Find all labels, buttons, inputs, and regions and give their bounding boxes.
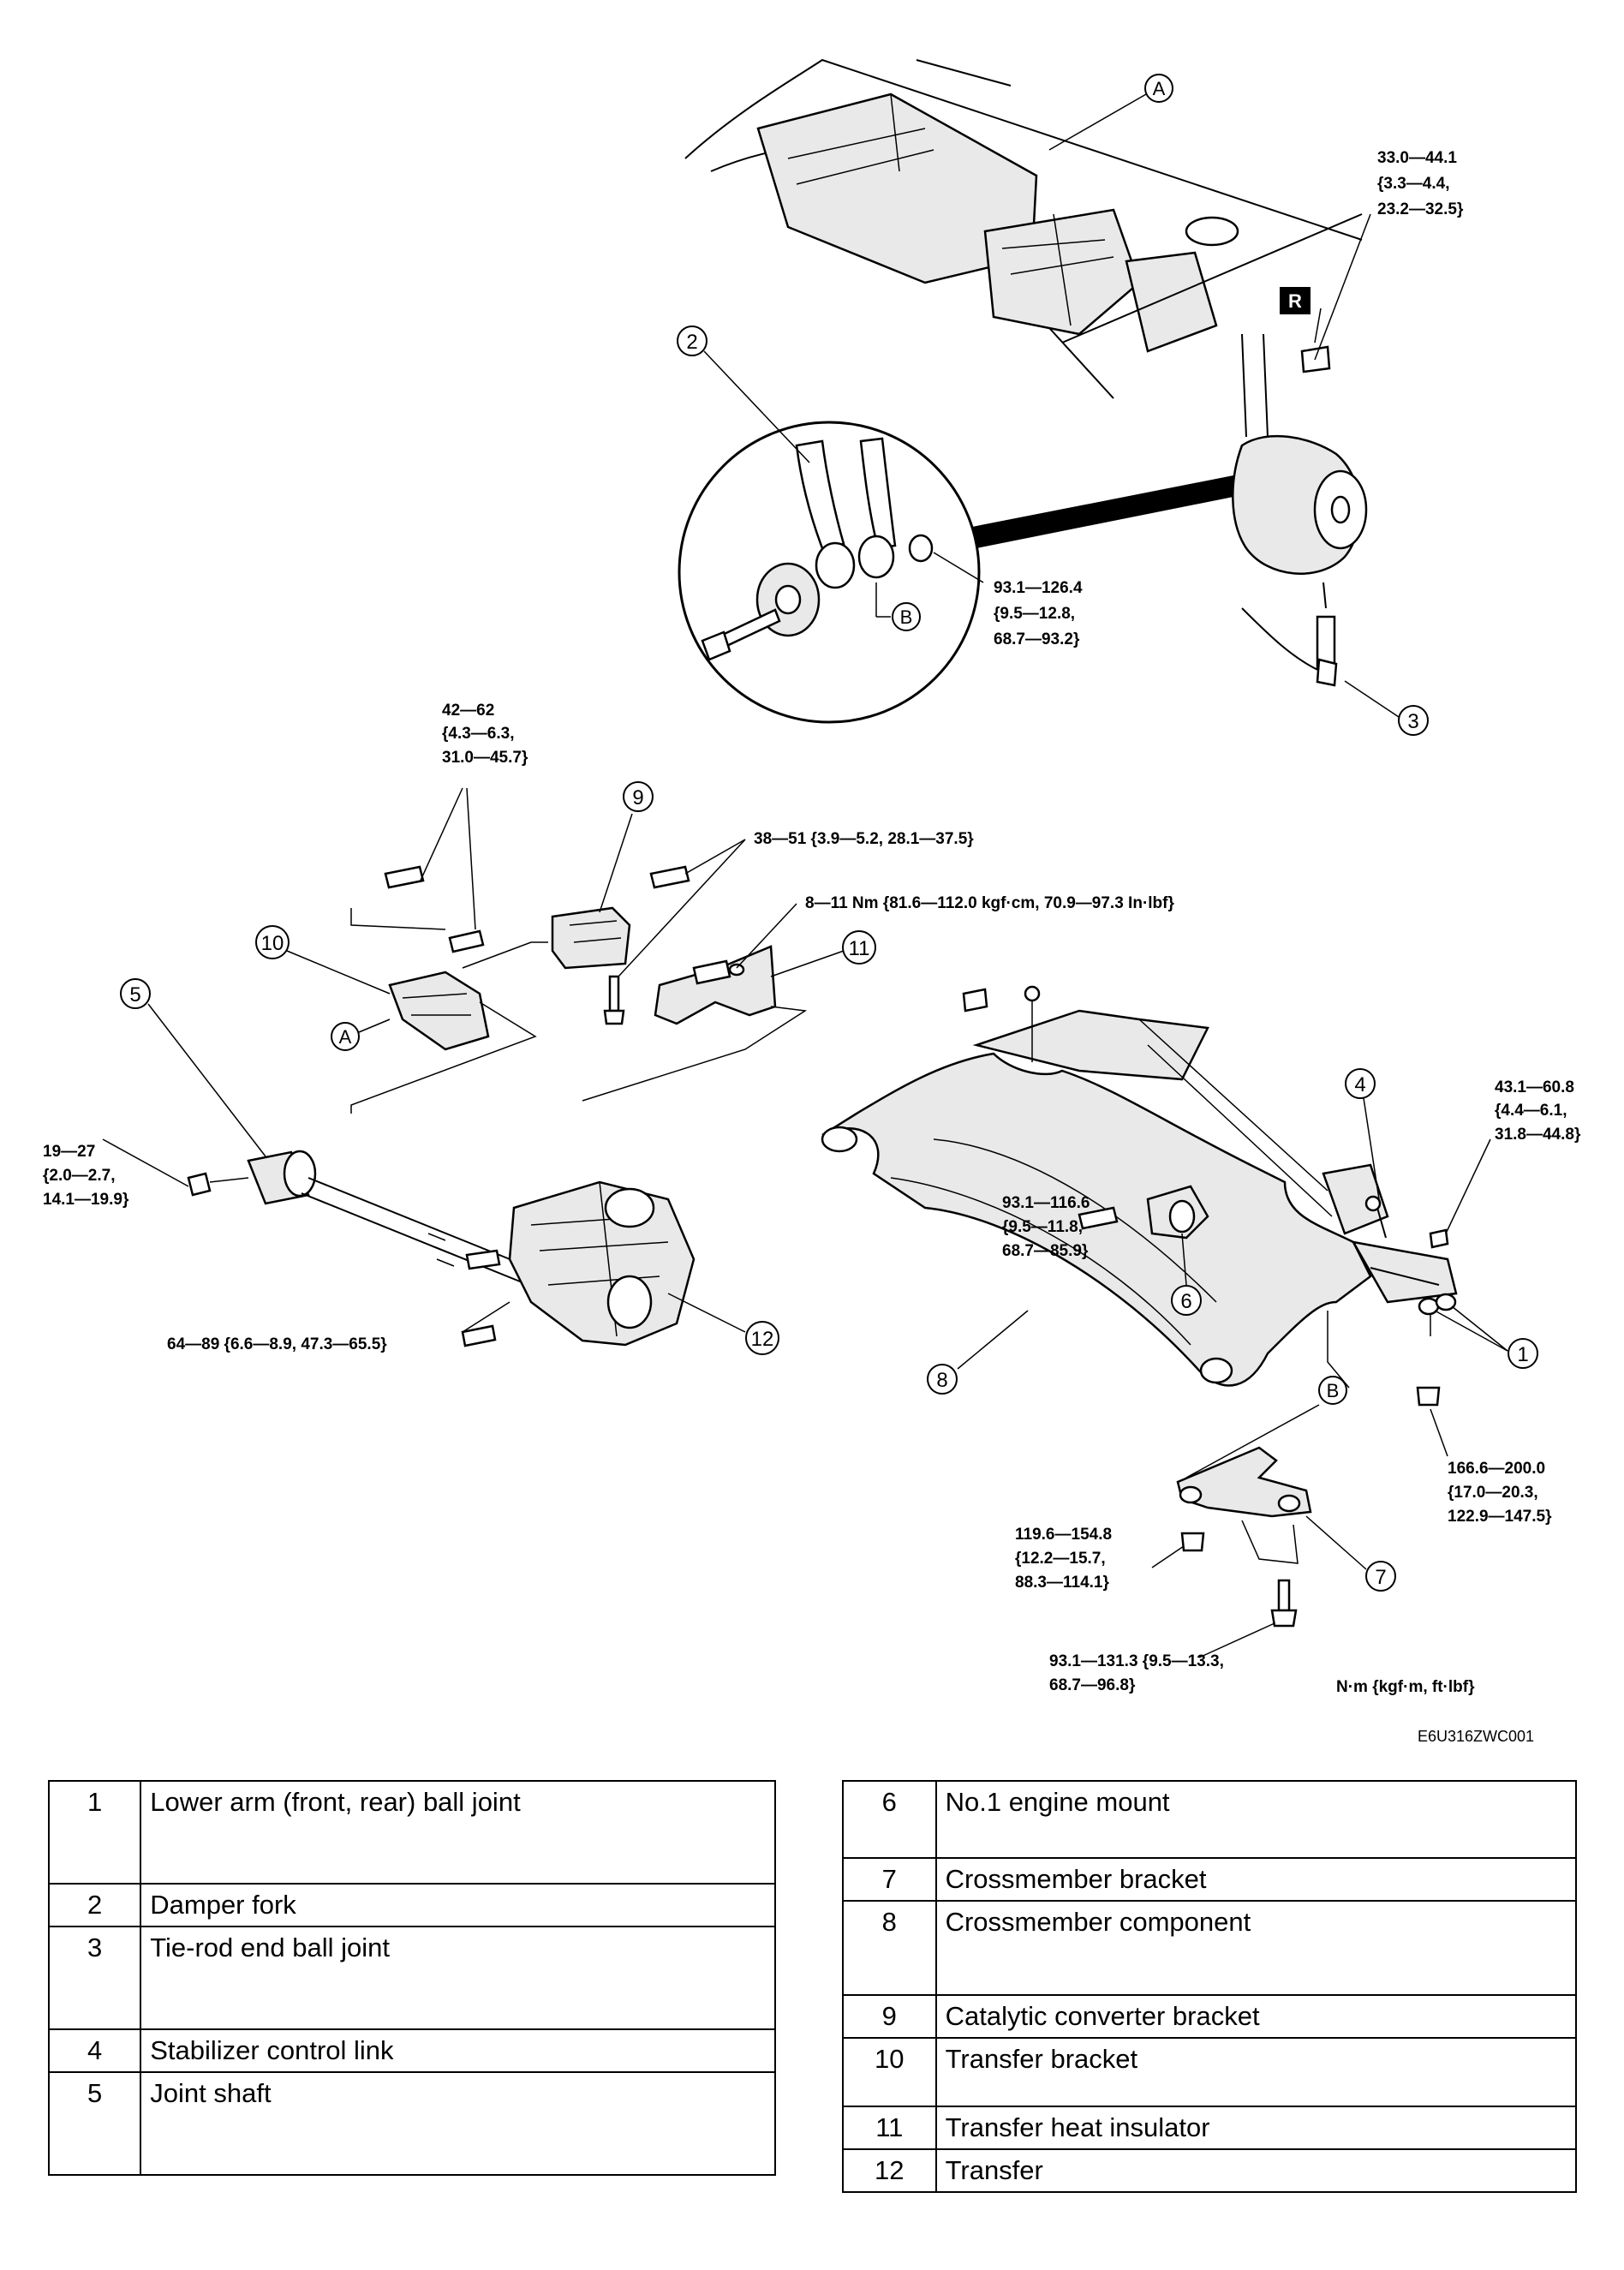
reference-a-top: A [1048, 74, 1173, 151]
callout-5: 5 [120, 978, 266, 1157]
torque-stabilizer-nut: 43.1—60.8 {4.4—6.1, 31.8—44.8} [1495, 1078, 1581, 1144]
svg-text:A: A [339, 1026, 352, 1048]
callout-12: 12 [667, 1293, 779, 1355]
torque-transfer: 64—89 {6.6—8.9, 47.3—65.5} [167, 1335, 387, 1353]
reference-a-mid: A [331, 1019, 391, 1051]
callout-3: 3 [1344, 680, 1429, 736]
legend-row: 4 Stabilizer control link [47, 2028, 776, 2073]
svg-text:3: 3 [1407, 710, 1418, 733]
torque-knuckle-nut: 33.0—44.1 {3.3—4.4, 23.2—32.5} [1377, 149, 1464, 218]
svg-text:B: B [1327, 1380, 1340, 1401]
vehicle-underbody-drawing [684, 58, 1363, 399]
torque-bracket-nut: 119.6—154.8 {12.2—15.7, 88.3—114.1} [1015, 1526, 1116, 1592]
legend-row: 6 No.1 engine mount [842, 1780, 1578, 1859]
callout-10: 10 [255, 925, 391, 995]
svg-text:12: 12 [751, 1328, 774, 1351]
torque-joint-shaft: 19—27 {2.0—2.7, 14.1—19.9} [43, 1143, 129, 1209]
torque-damper-bolt: 93.1—126.4 {9.5—12.8, 68.7—93.2} [994, 579, 1087, 648]
callout-1: 1 [1434, 1305, 1538, 1369]
legend-row: 3 Tie-rod end ball joint [47, 1926, 776, 2030]
callout-8: 8 [927, 1310, 1029, 1395]
callout-6: 6 [1171, 1233, 1202, 1316]
svg-text:A: A [1153, 78, 1166, 99]
torque-engine-mount: 93.1—116.6 {9.5—11.8, 68.7—85.9} [1002, 1194, 1095, 1260]
callout-4: 4 [1345, 1068, 1380, 1200]
crossmember-drawing [821, 985, 1458, 1628]
steering-knuckle-drawing: R [1232, 213, 1371, 687]
legend-row: 10 Transfer bracket [842, 2037, 1578, 2107]
svg-text:7: 7 [1375, 1566, 1386, 1589]
damper-fork-detail-circle: B [678, 421, 1233, 724]
figure-code: E6U316ZWC001 [1418, 1728, 1534, 1745]
legend-table-left: 1 Lower arm (front, rear) ball joint 2 D… [47, 1780, 776, 2176]
legend-row: 1 Lower arm (front, rear) ball joint [47, 1780, 776, 1885]
svg-text:6: 6 [1180, 1290, 1191, 1313]
svg-text:10: 10 [261, 932, 284, 955]
callout-7: 7 [1305, 1515, 1396, 1592]
svg-text:2: 2 [686, 331, 697, 354]
legend-row: 8 Crossmember component [842, 1900, 1578, 1996]
svg-text:8: 8 [936, 1369, 947, 1392]
legend-row: 7 Crossmember bracket [842, 1857, 1578, 1902]
svg-text:5: 5 [129, 983, 140, 1007]
torque-bracket-upper: 42—62 {4.3—6.3, 31.0—45.7} [442, 702, 528, 767]
reference-b-crossmember: B [1318, 1376, 1347, 1405]
svg-text:B: B [900, 606, 913, 628]
callout-2: 2 [677, 326, 810, 463]
svg-text:1: 1 [1517, 1343, 1528, 1366]
callout-11: 11 [770, 930, 876, 977]
torque-converter-bracket: 38—51 {3.9—5.2, 28.1—37.5} [754, 830, 974, 848]
legend-row: 2 Damper fork [47, 1883, 776, 1927]
svg-text:4: 4 [1354, 1073, 1365, 1096]
svg-text:11: 11 [849, 937, 870, 960]
units-label: N·m {kgf·m, ft·lbf} [1336, 1678, 1475, 1696]
torque-bracket-bolt: 93.1—131.3 {9.5—13.3, 68.7—96.8} [1049, 1652, 1228, 1694]
replace-badge: R [1288, 290, 1302, 312]
callout-9: 9 [599, 781, 654, 913]
legend-row: 11 Transfer heat insulator [842, 2106, 1578, 2150]
legend-row: 12 Transfer [842, 2148, 1578, 2193]
legend-row: 9 Catalytic converter bracket [842, 1994, 1578, 2039]
torque-ball-joint-nut: 166.6—200.0 {17.0—20.3, 122.9—147.5} [1448, 1460, 1552, 1526]
transfer-assembly-drawing [187, 787, 808, 1347]
legend-row: 5 Joint shaft [47, 2071, 776, 2176]
svg-text:9: 9 [632, 786, 643, 809]
torque-insulator: 8—11 Nm {81.6—112.0 kgf·cm, 70.9—97.3 In… [805, 894, 1174, 912]
legend-table-right: 6 No.1 engine mount 7 Crossmember bracke… [842, 1780, 1578, 2193]
